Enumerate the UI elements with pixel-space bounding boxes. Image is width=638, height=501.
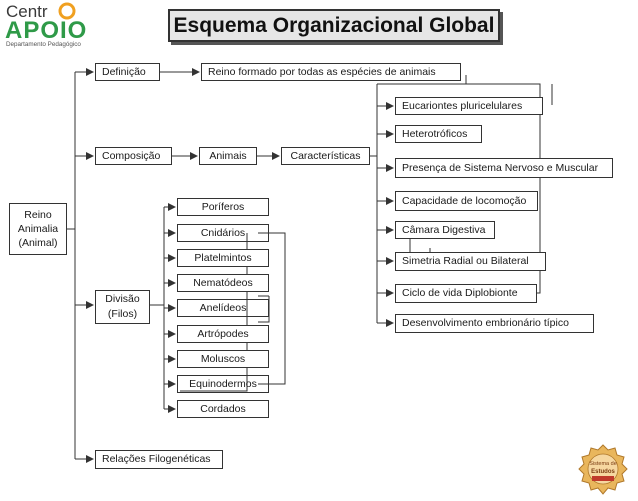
filo-equinodermos: Equinodermos xyxy=(177,375,269,393)
animais-box: Animais xyxy=(199,147,257,165)
logo-line3: Departamento Pedagógico xyxy=(6,41,81,48)
seal-line2: Estudos xyxy=(591,469,615,475)
divisao-line2: (Filos) xyxy=(107,308,138,320)
filo-cordados: Cordados xyxy=(177,400,269,418)
seal-line1: Sistema de xyxy=(589,461,617,467)
divisao-line1: Divisão xyxy=(105,293,140,306)
sistema-estudos-seal: Sistema de Estudos xyxy=(578,444,628,495)
root-line3: (Animal) xyxy=(18,237,58,250)
filo-moluscos: Moluscos xyxy=(177,350,269,368)
trait-camara-digestiva: Câmara Digestiva xyxy=(395,221,495,239)
root-reino-animalia: Reino Animalia (Animal) xyxy=(9,203,67,255)
root-line1: Reino xyxy=(24,208,52,221)
trait-ciclo-diplobionte: Ciclo de vida Diplobionte xyxy=(395,284,537,303)
trait-locomocao: Capacidade de locomoção xyxy=(395,191,538,211)
centro-apoio-logo: Centr APOIO Departamento Pedagógico xyxy=(5,2,87,48)
trait-desenvolvimento: Desenvolvimento embrionário típico xyxy=(395,314,594,333)
filo-anelideos: Anelídeos xyxy=(177,299,269,317)
branch-relacoes: Relações Filogenéticas xyxy=(95,450,223,469)
logo-line1: Centr xyxy=(6,2,48,21)
trait-heterotroficos: Heterotróficos xyxy=(395,125,482,143)
definicao-description: Reino formado por todas as espécies de a… xyxy=(201,63,461,81)
caracteristicas-box: Características xyxy=(281,147,370,165)
branch-composicao: Composição xyxy=(95,147,172,165)
trait-simetria: Simetria Radial ou Bilateral xyxy=(395,252,546,271)
filo-artropodes: Artrópodes xyxy=(177,325,269,343)
root-line2: Animalia xyxy=(17,222,59,235)
trait-eucariontes: Eucariontes pluricelulares xyxy=(395,97,543,115)
page-title: Esquema Organizacional Global xyxy=(168,9,500,42)
branch-divisao: Divisão (Filos) xyxy=(95,290,150,324)
trait-sistema-nervoso: Presença de Sistema Nervoso e Muscular xyxy=(395,158,613,178)
filo-platelmintos: Platelmintos xyxy=(177,249,269,267)
filo-poriferos: Poríferos xyxy=(177,198,269,216)
filo-nematodeos: Nematódeos xyxy=(177,274,269,292)
branch-definicao: Definição xyxy=(95,63,160,81)
logo-line2: APOIO xyxy=(5,17,87,44)
filo-cnidarios: Cnidários xyxy=(177,224,269,242)
